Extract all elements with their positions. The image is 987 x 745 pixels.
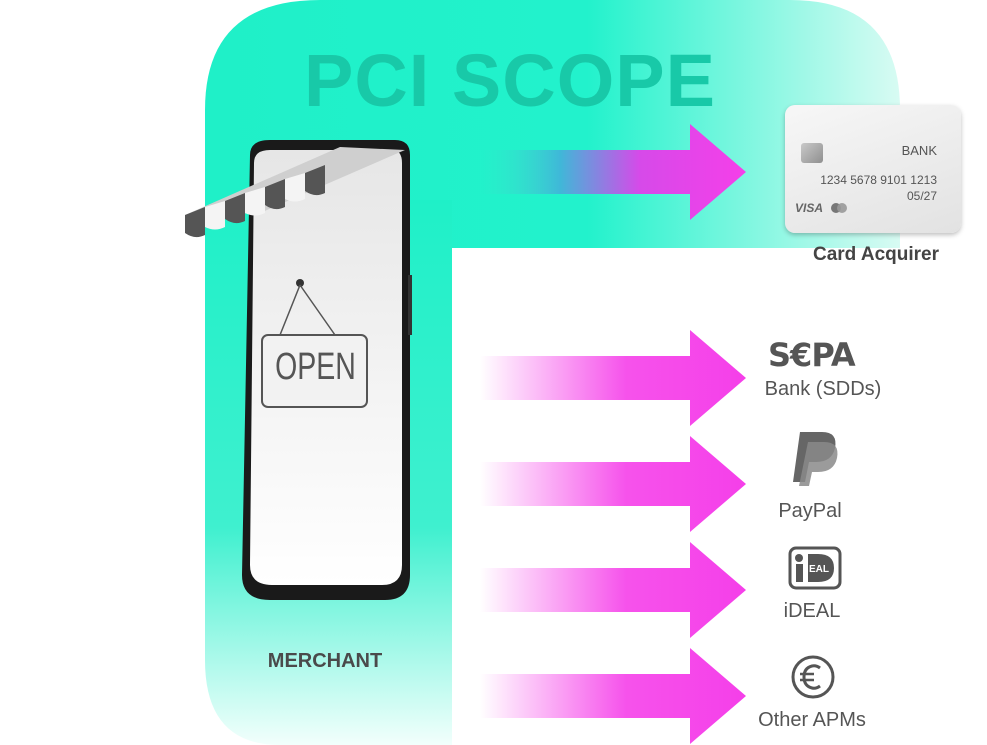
mastercard-icon — [831, 203, 847, 213]
merchant-phone-illustration — [185, 140, 412, 600]
ideal-logo: EAL — [788, 546, 842, 590]
merchant-label: MERCHANT — [267, 650, 383, 672]
arrow-to-paypal — [480, 436, 746, 532]
apm-label-sepa: Bank (SDDs) — [764, 378, 882, 400]
apm-label-other: Other APMs — [758, 709, 866, 731]
arrow-to-ideal — [480, 542, 746, 638]
card-expiry: 05/27 — [906, 189, 937, 203]
bank-card: BANK 1234 5678 9101 1213 05/27 VISA — [785, 105, 961, 233]
pci-scope-title: PCI SCOPE — [304, 39, 716, 122]
card-acquirer-label: Card Acquirer — [813, 244, 939, 265]
sepa-logo: S€PA — [768, 336, 856, 374]
card-chip-icon — [801, 143, 823, 163]
arrow-to-card-acquirer — [480, 124, 746, 220]
card-brand: VISA — [795, 201, 824, 215]
card-number: 1234 5678 9101 1213 — [820, 173, 937, 187]
open-sign-text: OPEN — [275, 346, 356, 388]
paypal-logo — [793, 432, 838, 486]
euro-icon — [791, 655, 835, 699]
arrow-to-sepa — [480, 330, 746, 426]
card-bank-name: BANK — [901, 143, 937, 158]
apm-label-paypal: PayPal — [778, 500, 842, 522]
svg-text:EAL: EAL — [809, 564, 829, 575]
arrow-to-other-apms — [480, 648, 746, 744]
apm-label-ideal: iDEAL — [783, 600, 841, 622]
